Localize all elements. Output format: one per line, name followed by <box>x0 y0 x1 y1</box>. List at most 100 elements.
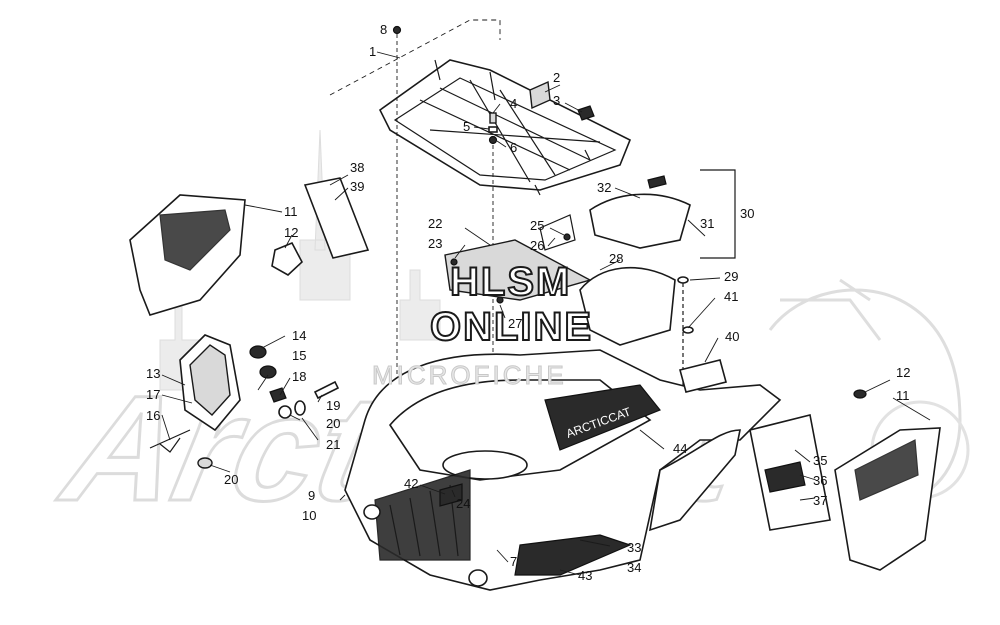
callout-21: 21 <box>326 437 340 452</box>
hlsm-watermark: HLSM ONLINE MICROFICHE <box>372 259 593 391</box>
rack-feet <box>434 59 591 196</box>
callout-37: 37 <box>813 493 827 508</box>
fender-skirt <box>648 429 741 532</box>
leader-1 <box>376 51 401 59</box>
callout-9: 9 <box>308 488 315 503</box>
latch-32 <box>647 175 667 189</box>
leader-43 <box>559 569 581 576</box>
rivet-41 <box>682 326 694 334</box>
lower-grille-43 <box>514 534 632 576</box>
callout-27: 27 <box>508 316 522 331</box>
callout-4: 4 <box>510 96 517 111</box>
right-side-panel <box>749 389 941 571</box>
background-motorcycle <box>768 278 962 502</box>
decal-38-39 <box>303 177 370 259</box>
fastener-12-left <box>271 241 303 276</box>
grille-slats <box>389 484 459 557</box>
storage-compartment-44 <box>544 384 661 451</box>
callout-17: 17 <box>146 387 160 402</box>
screw-25 <box>563 233 571 241</box>
rear-rack-assembly <box>329 19 632 196</box>
leader-19 <box>317 394 323 403</box>
callout-32: 32 <box>597 180 611 195</box>
callout-42: 42 <box>404 476 418 491</box>
callout-24: 24 <box>456 496 470 511</box>
headlight-lens <box>189 344 231 416</box>
right-side-panel-vent <box>854 439 919 501</box>
bulb-15 <box>259 365 277 379</box>
callout-16: 16 <box>146 408 160 423</box>
callout-13: 13 <box>146 366 160 381</box>
leader-39 <box>334 187 349 201</box>
callout-35: 35 <box>813 453 827 468</box>
rivet-29 <box>677 276 689 284</box>
grommet-20 <box>278 405 292 419</box>
headlight-assembly <box>149 334 340 469</box>
leader-15 <box>257 374 269 391</box>
callout-3: 3 <box>553 93 560 108</box>
callout-1: 1 <box>369 44 376 59</box>
leader-21 <box>301 417 319 441</box>
callout-23: 23 <box>428 236 442 251</box>
leader-35 <box>794 449 811 463</box>
leader-5 <box>473 126 490 130</box>
callout-22: 22 <box>428 216 442 231</box>
fog-light-left <box>363 504 381 520</box>
left-side-panel-vent <box>159 209 231 271</box>
callout-14: 14 <box>292 328 306 343</box>
tray-plate-22 <box>444 239 592 301</box>
nut-3 <box>577 105 595 121</box>
leader-16 <box>161 414 171 441</box>
callout-19: 19 <box>326 398 340 413</box>
rack-frame <box>378 59 632 191</box>
leader-41 <box>687 297 716 329</box>
callout-43: 43 <box>578 568 592 583</box>
screw-27 <box>496 296 504 304</box>
washer-5 <box>488 126 498 133</box>
leader-29 <box>689 277 721 281</box>
callout-25: 25 <box>530 218 544 233</box>
washer-21 <box>294 400 306 416</box>
screw-4 <box>489 112 497 124</box>
callout-11-left: 11 <box>284 204 298 219</box>
callout-29: 29 <box>724 269 738 284</box>
tray-28 <box>579 266 676 346</box>
callout-8: 8 <box>380 22 387 37</box>
callout-12-right: 12 <box>896 365 910 380</box>
leader-20 <box>289 414 301 421</box>
right-side-panel-body <box>834 427 941 571</box>
callout-15: 15 <box>292 348 306 363</box>
callout-26: 26 <box>530 238 544 253</box>
callout-44: 44 <box>673 441 687 456</box>
callout-18: 18 <box>292 369 306 384</box>
decal-40 <box>679 359 727 393</box>
watermark-line3: MICROFICHE <box>372 360 567 390</box>
storage-lid-31 <box>589 193 691 249</box>
leader-40 <box>704 337 719 363</box>
leader-18 <box>279 377 291 396</box>
bracket-26 <box>539 214 576 251</box>
callout-41: 41 <box>724 289 738 304</box>
leader-37 <box>799 497 816 501</box>
callout-38: 38 <box>350 160 364 175</box>
leader-9 <box>339 494 346 501</box>
leader-24 <box>451 489 456 498</box>
leader-3 <box>564 102 583 113</box>
callout-30: 30 <box>740 206 754 221</box>
screw-19 <box>313 380 340 400</box>
bracket-42 <box>439 483 463 507</box>
leader-22 <box>464 227 491 246</box>
callout-20: 20 <box>326 416 340 431</box>
fog-light-lower <box>468 569 488 587</box>
rack-inner-frame <box>393 77 617 181</box>
rack-bracket-line <box>329 19 501 96</box>
leader-lines <box>161 51 931 576</box>
callout-labels: 1 2 3 4 5 6 7 8 9 10 11 11 12 12 13 14 1… <box>146 22 910 583</box>
callout-31: 31 <box>700 216 714 231</box>
callout-20-lower: 20 <box>224 472 238 487</box>
callout-12-left: 12 <box>284 225 298 240</box>
leader-7 <box>496 549 509 563</box>
fastener-12-right <box>853 389 867 399</box>
bulb-14 <box>249 345 267 359</box>
leader-6 <box>496 140 507 148</box>
